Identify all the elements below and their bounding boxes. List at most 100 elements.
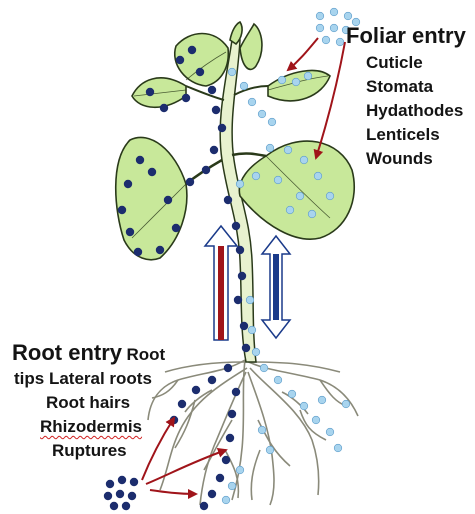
light-particle (248, 326, 256, 334)
root-entry-heading: Root entry Root (12, 342, 165, 364)
dark-particle (164, 196, 172, 204)
light-particle (316, 24, 324, 32)
light-particle (330, 24, 338, 32)
dark-particle (130, 478, 138, 486)
dark-particle (236, 246, 244, 254)
light-particle (292, 78, 300, 86)
root-item-root-hairs: Root hairs (46, 394, 130, 411)
dark-particle (192, 386, 200, 394)
foliar-item-lenticels: Lenticels (366, 126, 440, 143)
light-particle (228, 68, 236, 76)
foliar-entry-title: Foliar entry (346, 25, 466, 47)
dark-particle (208, 490, 216, 498)
dark-particle (226, 434, 234, 442)
dark-particle (202, 166, 210, 174)
light-particle (222, 496, 230, 504)
light-particle (274, 376, 282, 384)
dark-particle (216, 474, 224, 482)
dark-particle (238, 272, 246, 280)
dark-particle (234, 296, 242, 304)
leaf-mid-right (268, 71, 330, 101)
light-particle (342, 400, 350, 408)
leaf-left-large (116, 137, 187, 259)
dark-particle (110, 502, 118, 510)
light-particle (288, 390, 296, 398)
dark-particle (210, 146, 218, 154)
dark-particle (122, 502, 130, 510)
dark-particle (176, 56, 184, 64)
dark-particle (160, 104, 168, 112)
dark-particle (200, 502, 208, 510)
leaf-top-right (240, 24, 262, 69)
light-particle (334, 444, 342, 452)
light-particle (326, 192, 334, 200)
dark-particle (208, 86, 216, 94)
dark-particle (128, 492, 136, 500)
light-particle (330, 8, 338, 16)
dark-particle (232, 388, 240, 396)
root-item-ruptures: Ruptures (52, 442, 127, 459)
dark-particle (134, 248, 142, 256)
light-particle (266, 144, 274, 152)
dark-particle (196, 68, 204, 76)
light-particle (300, 402, 308, 410)
dark-particle (146, 88, 154, 96)
dark-particle (228, 410, 236, 418)
light-particle (314, 172, 322, 180)
light-particle (236, 466, 244, 474)
dark-particle (106, 480, 114, 488)
dark-particle (232, 222, 240, 230)
dark-particle (182, 94, 190, 102)
bidirectional-transport-arrow (262, 236, 290, 338)
foliar-item-wounds: Wounds (366, 150, 433, 167)
dark-particle (224, 364, 232, 372)
up-transport-arrow (205, 226, 237, 340)
dark-particle (156, 246, 164, 254)
dark-particle (188, 46, 196, 54)
light-particle (278, 76, 286, 84)
foliar-item-cuticle: Cuticle (366, 54, 423, 71)
dark-particle (240, 322, 248, 330)
root-item-rhizodermis: Rhizodermis (40, 418, 142, 435)
dark-particle (242, 344, 250, 352)
light-particle (326, 428, 334, 436)
light-particle (252, 348, 260, 356)
dark-particle (126, 228, 134, 236)
dark-particle (148, 168, 156, 176)
dark-particle (172, 224, 180, 232)
dark-particle (212, 106, 220, 114)
light-particle (304, 72, 312, 80)
foliar-item-hydathodes: Hydathodes (366, 102, 463, 119)
light-particle (316, 12, 324, 20)
light-particle (258, 426, 266, 434)
dark-particle (222, 456, 230, 464)
root-item-tips-lateral: tips Lateral roots (14, 370, 152, 387)
dark-particle (136, 156, 144, 164)
light-particle (308, 210, 316, 218)
dark-particle (178, 400, 186, 408)
light-particle (284, 146, 292, 154)
dark-particle (208, 376, 216, 384)
light-particle (266, 446, 274, 454)
light-particle (258, 110, 266, 118)
leaf-right-large (239, 141, 354, 239)
light-particle (300, 156, 308, 164)
dark-particle (104, 492, 112, 500)
root-entry-title-suffix: Root (126, 345, 165, 364)
light-particle (336, 38, 344, 46)
light-particle (228, 482, 236, 490)
foliar-item-stomata: Stomata (366, 78, 433, 95)
dark-particle (118, 206, 126, 214)
light-particle (286, 206, 294, 214)
dark-particle (116, 490, 124, 498)
dark-particle (224, 196, 232, 204)
light-particle (268, 118, 276, 126)
light-particle (240, 82, 248, 90)
leaf-mid-left (132, 78, 186, 107)
dark-particle (186, 178, 194, 186)
light-particle (252, 172, 260, 180)
dark-particle (218, 124, 226, 132)
light-particle (260, 364, 268, 372)
light-particle (274, 176, 282, 184)
light-particle (248, 98, 256, 106)
